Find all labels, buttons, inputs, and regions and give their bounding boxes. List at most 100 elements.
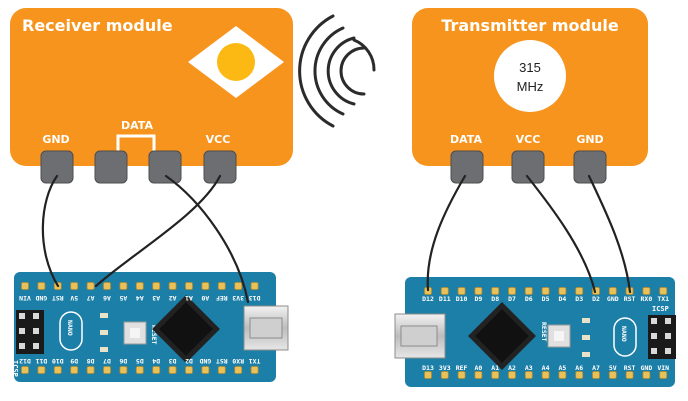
pin-label: D6 — [525, 295, 533, 303]
frequency-unit: MHz — [517, 79, 544, 94]
pin-hole — [135, 366, 144, 374]
pin-label: A2 — [169, 294, 177, 302]
pin-hole — [524, 371, 533, 379]
pin-label: GND — [199, 357, 211, 365]
receiver-pad-data2 — [148, 150, 182, 184]
pin-hole — [457, 287, 466, 295]
reset-label-left: RESET — [150, 325, 158, 345]
pin-label: D13 — [249, 294, 261, 302]
pin-label: REF — [216, 294, 228, 302]
pin-hole — [234, 366, 243, 374]
pin-label: A4 — [136, 294, 144, 302]
pin-hole — [103, 366, 111, 374]
receiver-pin-label-vcc: VCC — [206, 133, 231, 146]
pin-hole — [508, 371, 516, 379]
pin-label: GND — [35, 294, 47, 302]
pin-label: D3 — [169, 357, 177, 365]
led-left-1 — [100, 313, 108, 318]
led-left-2 — [100, 330, 108, 335]
pin-label: D3 — [575, 295, 583, 303]
reset-button-right[interactable] — [547, 324, 571, 348]
pin-hole — [608, 371, 617, 379]
pin-label: A3 — [152, 294, 160, 302]
icsp-header-right — [648, 315, 676, 359]
pin-label: D4 — [558, 295, 566, 303]
pin-hole — [575, 371, 584, 379]
pin-label: A7 — [87, 294, 95, 302]
pin-hole — [558, 371, 567, 379]
pin-label: D8 — [491, 295, 499, 303]
pin-hole — [37, 282, 46, 290]
transmitter-title: Transmitter module — [441, 16, 619, 35]
pin-hole — [541, 371, 550, 379]
pin-label: RST — [624, 295, 636, 303]
wire-rx-gnd — [41, 174, 60, 288]
pin-label: D10 — [456, 295, 468, 303]
pin-label: 3V3 — [232, 294, 244, 302]
pin-label: D10 — [52, 357, 64, 365]
receiver-pad-data1 — [94, 150, 128, 184]
pin-label: REF — [456, 364, 468, 372]
pin-label: D7 — [103, 357, 111, 365]
pin-label: D2 — [185, 357, 193, 365]
pin-hole — [575, 287, 584, 295]
pin-hole — [508, 287, 516, 295]
transmitter-pad-data — [450, 150, 484, 184]
wire-tx-gnd — [587, 174, 632, 294]
svg-text:NANO: NANO — [66, 320, 74, 336]
pin-label: D2 — [592, 295, 600, 303]
crystal-diamond-icon — [188, 26, 284, 98]
pin-hole — [250, 366, 259, 374]
pin-hole — [424, 371, 432, 379]
pin-label: A0 — [474, 364, 482, 372]
icsp-header-left — [16, 310, 44, 354]
reset-button-left[interactable] — [123, 321, 147, 345]
led-right-3 — [582, 352, 590, 357]
pin-label: RX0 — [641, 295, 653, 303]
pin-label: D12 — [19, 357, 31, 365]
pin-hole — [250, 282, 259, 290]
receiver-pin-label-gnd: GND — [42, 133, 69, 146]
pin-label: D9 — [474, 295, 482, 303]
led-right-1 — [582, 318, 590, 323]
pin-hole — [217, 282, 226, 290]
pin-hole — [21, 282, 29, 290]
pin-hole — [491, 371, 500, 379]
nano-logo-left: NANO — [59, 311, 83, 351]
pin-label: 5V — [609, 364, 617, 372]
wire-tx-vcc — [525, 174, 597, 294]
pin-label: GND — [607, 295, 619, 303]
pin-label: 5V — [70, 294, 78, 302]
pin-label: D12 — [422, 295, 434, 303]
pin-label: RST — [624, 364, 636, 372]
pin-label: A5 — [119, 294, 127, 302]
pin-hole — [185, 282, 193, 290]
wire-tx-data — [426, 174, 467, 292]
reset-label-right: RESET — [540, 322, 548, 342]
usb-port-right — [394, 313, 446, 359]
pin-label: D11 — [439, 295, 451, 303]
led-left-3 — [100, 347, 108, 352]
pin-hole — [168, 366, 177, 374]
pin-hole — [119, 366, 128, 374]
led-right-2 — [582, 335, 590, 340]
data-bracket — [116, 134, 156, 155]
pin-hole — [642, 371, 651, 379]
pin-hole — [491, 287, 500, 295]
pin-label: TX1 — [657, 295, 669, 303]
icsp-label-left: ICSP — [11, 360, 19, 377]
pin-label: VIN — [19, 294, 31, 302]
pin-hole — [103, 282, 111, 290]
pin-label: D11 — [35, 357, 47, 365]
pin-hole — [70, 282, 79, 290]
pin-hole — [440, 287, 449, 295]
pin-label: A4 — [542, 364, 550, 372]
transmitter-pad-gnd — [573, 150, 607, 184]
pin-hole — [152, 282, 161, 290]
wire-rx-vcc — [94, 174, 222, 288]
receiver-pin-label-data: DATA — [121, 119, 153, 132]
receiver-title: Receiver module — [22, 16, 173, 35]
